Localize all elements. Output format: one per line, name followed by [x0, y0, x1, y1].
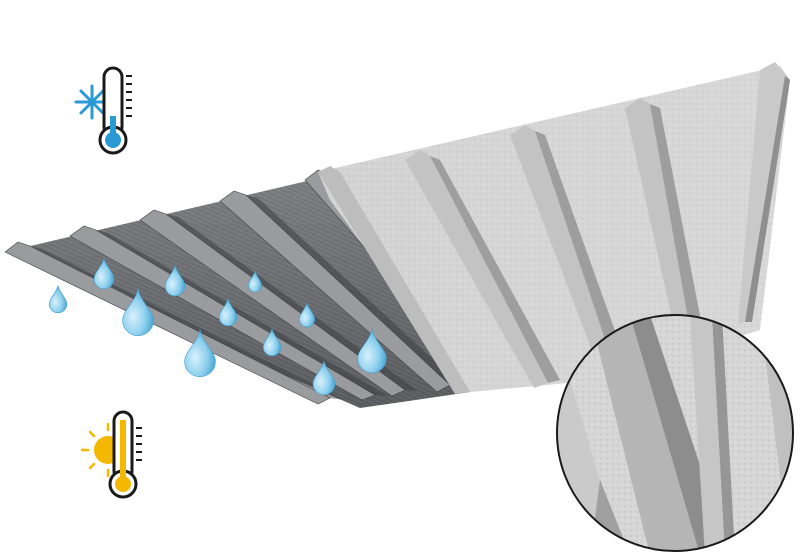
water-drop-icon: [93, 258, 115, 290]
water-drop-icon: [248, 270, 262, 293]
water-drop-icon: [312, 360, 336, 396]
water-drops: [48, 258, 387, 396]
water-drop-icon: [218, 297, 238, 327]
felt-ribs: [318, 62, 790, 394]
thermometer-sun-icon: [80, 410, 142, 499]
water-drop-icon: [184, 329, 216, 377]
water-drop-icon: [298, 302, 316, 328]
water-drop-icon: [122, 288, 154, 336]
zoom-detail-circle: [556, 314, 794, 552]
water-drop-icon: [262, 327, 282, 357]
thermometer-snowflake-icon: [74, 66, 132, 155]
water-drop-icon: [164, 265, 186, 297]
water-drop-icon: [357, 328, 387, 373]
water-drop-icon: [48, 284, 68, 314]
anti-condensation-felt-section: [318, 62, 790, 394]
